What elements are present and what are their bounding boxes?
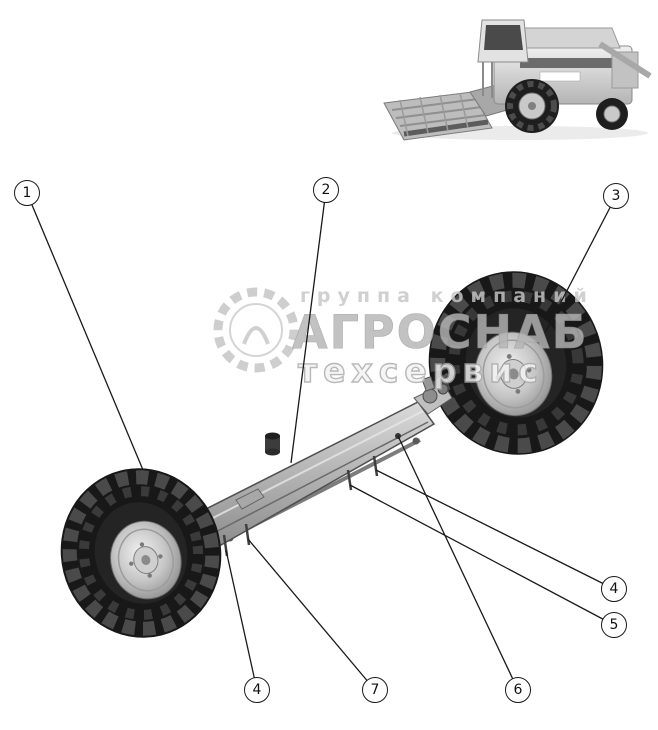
callout-3: 3	[603, 183, 629, 209]
watermark: группа компаний АГРОСНАБ техсервис	[213, 285, 594, 391]
axle-beam-assembly	[194, 372, 453, 557]
watermark-line3: техсервис	[298, 351, 544, 390]
left-wheel	[60, 468, 222, 638]
right-wheel	[428, 271, 604, 455]
agrosnab-wreath-logo	[213, 287, 299, 373]
callout-2: 2	[313, 177, 339, 203]
callout-5: 5	[601, 612, 627, 638]
callout-4-right: 4	[601, 576, 627, 602]
watermark-line1: группа компаний	[300, 285, 594, 307]
callout-6: 6	[505, 677, 531, 703]
callout-4-bottom: 4	[244, 677, 270, 703]
axle-pins	[222, 455, 379, 557]
callout-1: 1	[14, 180, 40, 206]
leader-lines	[26, 189, 617, 691]
callout-7: 7	[362, 677, 388, 703]
watermark-line2: АГРОСНАБ	[292, 305, 589, 359]
combine-harvester-illustration	[383, 19, 652, 141]
